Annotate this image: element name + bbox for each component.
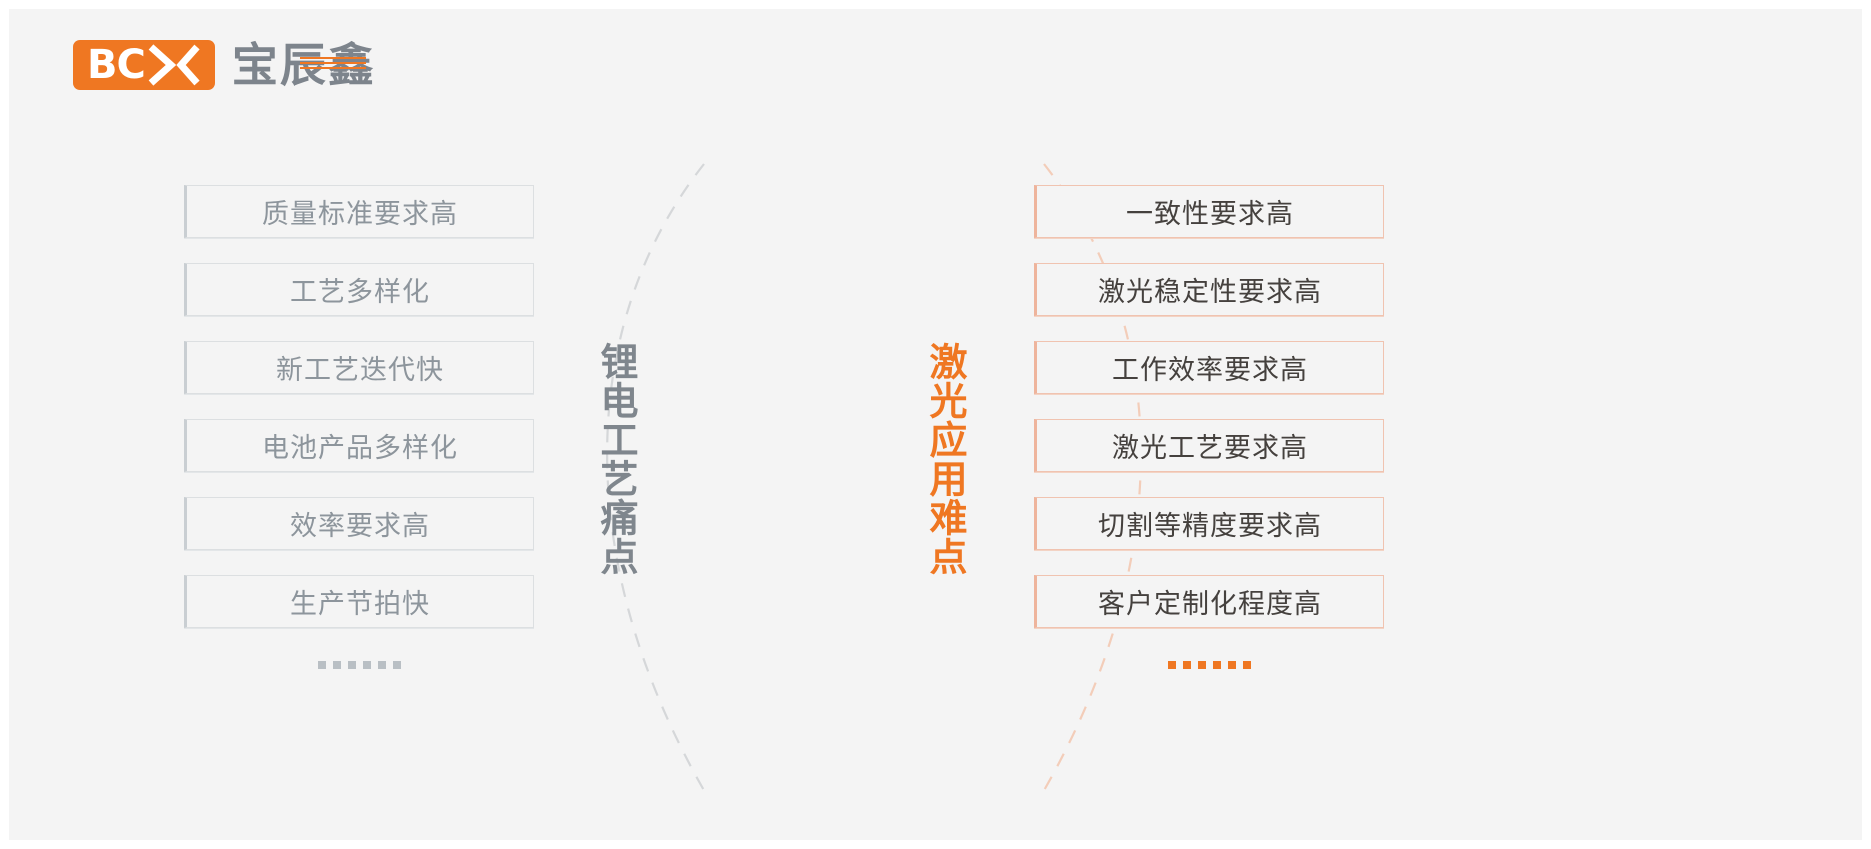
list-item-label: 工艺多样化: [290, 277, 430, 307]
list-item[interactable]: 客户定制化程度高: [1034, 575, 1384, 628]
list-item[interactable]: 激光工艺要求高: [1034, 419, 1384, 472]
list-item[interactable]: 工艺多样化: [184, 263, 534, 316]
list-item-label: 新工艺迭代快: [276, 355, 444, 385]
logo-chinese-text: 宝辰鑫: [231, 38, 376, 92]
list-item[interactable]: 切割等精度要求高: [1034, 497, 1384, 550]
list-item[interactable]: 一致性要求高: [1034, 185, 1384, 238]
double-chevron-icon: [147, 43, 205, 87]
list-item-label: 电池产品多样化: [262, 433, 458, 463]
list-item-label: 客户定制化程度高: [1098, 589, 1322, 619]
list-item[interactable]: 效率要求高: [184, 497, 534, 550]
logo-accent-stripes: [299, 57, 366, 71]
list-item[interactable]: 质量标准要求高: [184, 185, 534, 238]
list-item[interactable]: 电池产品多样化: [184, 419, 534, 472]
list-item-label: 质量标准要求高: [262, 199, 458, 229]
list-item[interactable]: 激光稳定性要求高: [1034, 263, 1384, 316]
list-item-label: 生产节拍快: [290, 589, 430, 619]
list-item-label: 工作效率要求高: [1112, 355, 1308, 385]
right-panel-title: 激光应用难点: [923, 342, 967, 576]
logo-badge: BC: [73, 40, 215, 90]
left-more-dots: [184, 653, 534, 677]
list-item[interactable]: 生产节拍快: [184, 575, 534, 628]
list-item-label: 一致性要求高: [1126, 199, 1294, 229]
list-item-label: 效率要求高: [290, 511, 430, 541]
list-item[interactable]: 新工艺迭代快: [184, 341, 534, 394]
left-pain-points-list: 质量标准要求高 工艺多样化 新工艺迭代快 电池产品多样化 效率要求高 生产节拍快: [184, 185, 534, 677]
list-item-label: 激光稳定性要求高: [1098, 277, 1322, 307]
right-more-dots: [1034, 653, 1384, 677]
brand-logo: BC 宝辰鑫: [73, 37, 376, 93]
logo-bc-text: BC: [87, 42, 146, 88]
list-item-label: 切割等精度要求高: [1098, 511, 1322, 541]
list-item-label: 激光工艺要求高: [1112, 433, 1308, 463]
right-difficulties-list: 一致性要求高 激光稳定性要求高 工作效率要求高 激光工艺要求高 切割等精度要求高…: [1034, 185, 1384, 677]
left-panel-title: 锂电工艺痛点: [594, 342, 638, 576]
list-item[interactable]: 工作效率要求高: [1034, 341, 1384, 394]
logo-chinese-name: 宝辰鑫: [232, 42, 376, 88]
